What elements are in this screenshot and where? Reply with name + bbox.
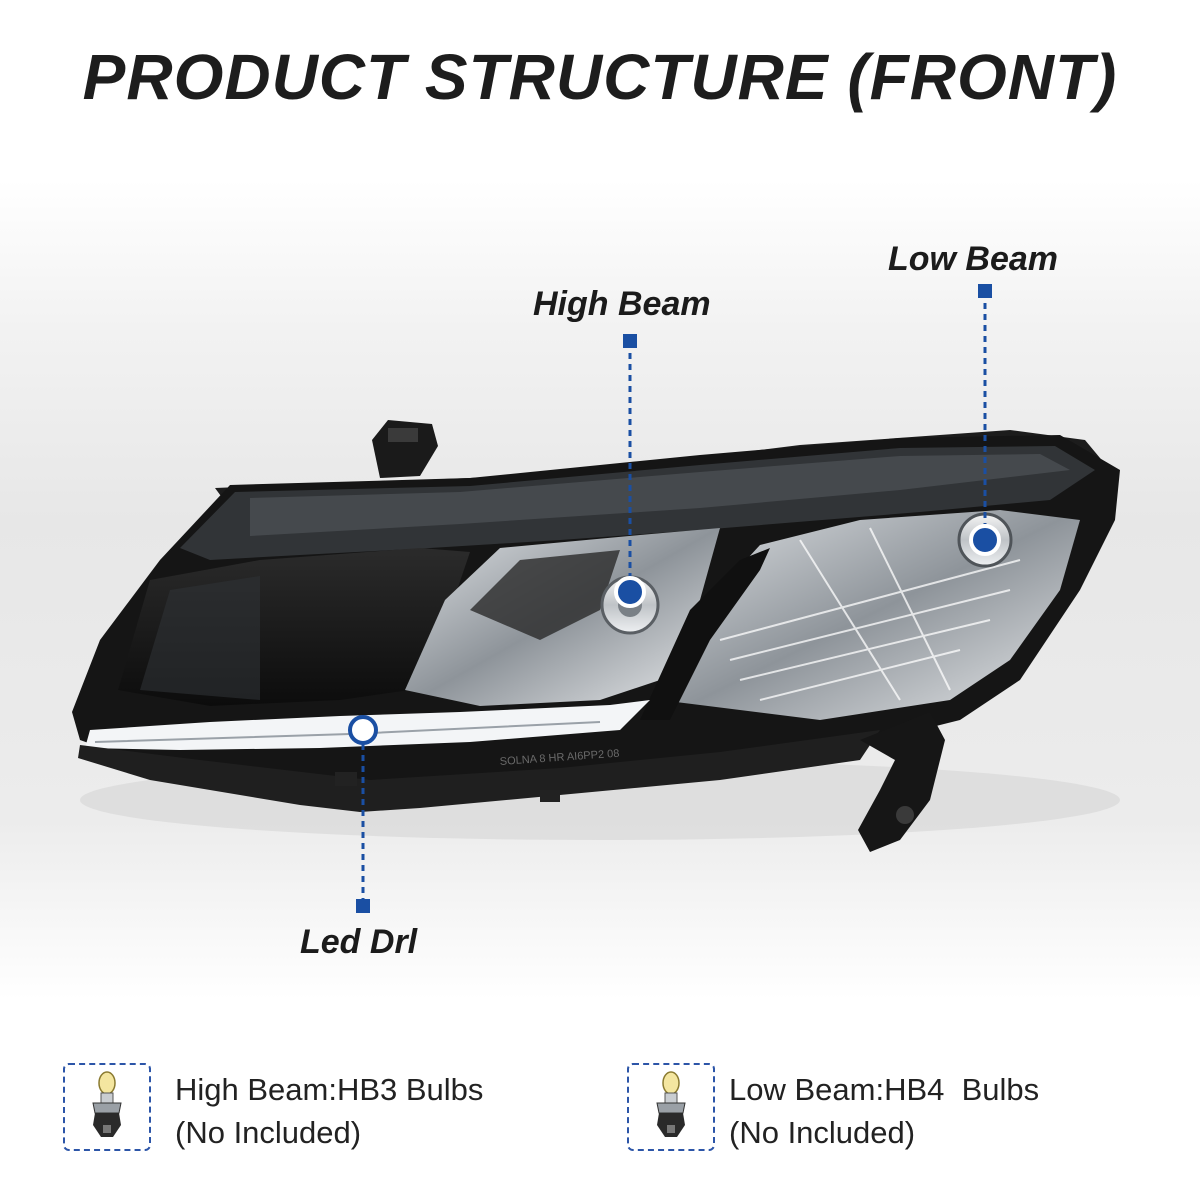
low-beam-label: Low Beam bbox=[888, 240, 1059, 278]
high-beam-label: High Beam bbox=[533, 285, 711, 323]
side-mounting-bracket bbox=[858, 712, 945, 852]
lower-tab-left bbox=[335, 772, 357, 786]
housing-bottom-lip bbox=[78, 730, 880, 812]
page-title: PRODUCT STRUCTURE (FRONT) bbox=[82, 41, 1118, 113]
top-mounting-clip bbox=[372, 420, 438, 478]
high-beam-bulb-info: High Beam:HB3 Bulbs (No Included) bbox=[175, 1068, 483, 1154]
high-beam-bulb-box bbox=[63, 1063, 151, 1151]
led-drl-callout-marker bbox=[356, 899, 370, 913]
high-beam-bulb-label: High Beam:HB3 Bulbs bbox=[175, 1072, 484, 1107]
high-beam-target-ring bbox=[614, 576, 646, 608]
high-beam-callout-marker bbox=[623, 334, 637, 348]
led-drl-label: Led Drl bbox=[300, 923, 418, 961]
low-beam-bulb-box bbox=[627, 1063, 715, 1151]
low-beam-bulb-info: Low Beam:HB4 Bulbs (No Included) bbox=[729, 1068, 1039, 1154]
led-drl-target-ring bbox=[348, 715, 378, 745]
high-beam-bulb-note: (No Included) bbox=[175, 1115, 362, 1150]
center-divider bbox=[640, 548, 770, 720]
clear-lens-top bbox=[180, 446, 1095, 560]
low-beam-callout-marker bbox=[978, 284, 992, 298]
bulb-icon bbox=[656, 1071, 686, 1137]
lower-tab-right bbox=[540, 790, 560, 802]
bulb-icon bbox=[92, 1071, 122, 1137]
low-beam-bulb-label: Low Beam:HB4 Bulbs bbox=[729, 1072, 1040, 1107]
low-beam-target-ring bbox=[969, 524, 1001, 556]
low-beam-bulb-note: (No Included) bbox=[729, 1115, 916, 1150]
